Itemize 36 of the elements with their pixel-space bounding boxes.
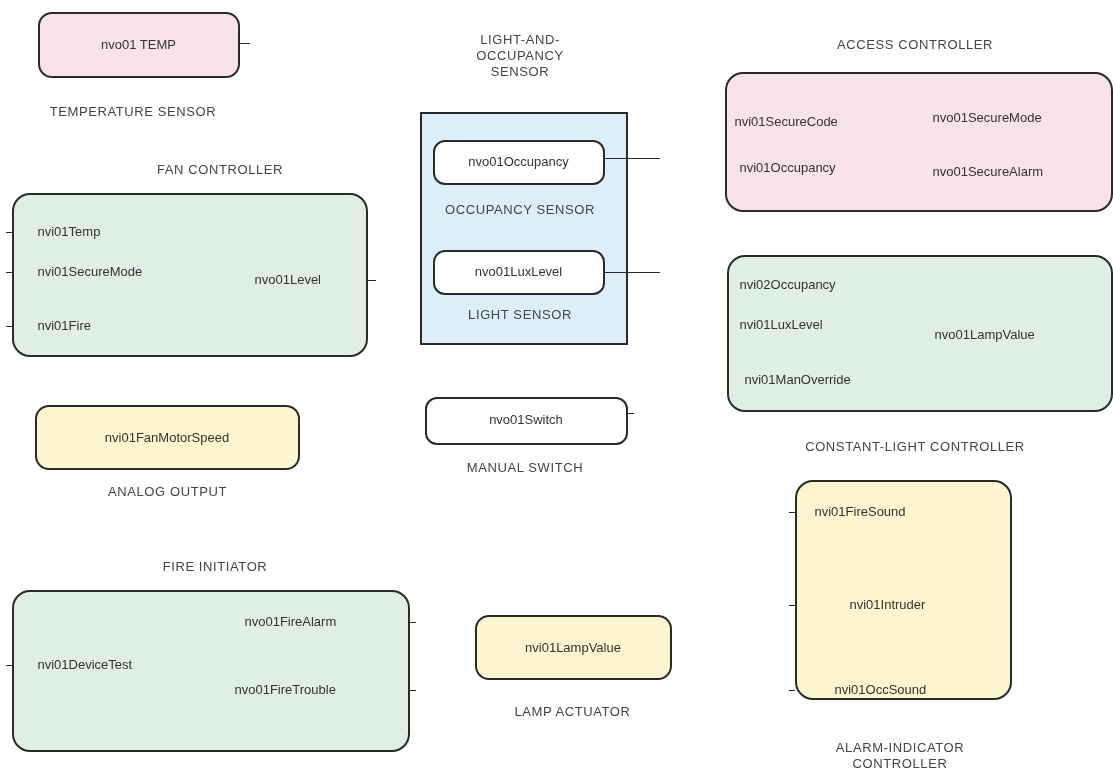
variable-label: nvo01SecureAlarm <box>932 163 1044 180</box>
block-title: CONSTANT-LIGHT CONTROLLER <box>804 439 1026 455</box>
variable-label: nvi01SecureCode <box>734 113 838 130</box>
block-title: FAN CONTROLLER <box>155 162 285 178</box>
variable-label: nvi01OccSound <box>834 681 927 698</box>
variable-label: nvi01Fire <box>37 317 91 334</box>
block-title: LIGHT-AND-OCCUPANCY SENSOR <box>475 32 565 80</box>
variable-label: nvi01FireSound <box>814 503 906 520</box>
block-title: FIRE INITIATOR <box>161 559 269 575</box>
variable-label: nvi01FanMotorSpeed <box>103 429 231 446</box>
variable-label: nvo01Level <box>254 271 321 288</box>
variable-label: nvo01Switch <box>488 411 564 428</box>
variable-label: nvi01LampValue <box>524 639 622 656</box>
variable-label: nvi01Intruder <box>849 596 926 613</box>
block-title: LIGHT SENSOR <box>467 307 573 323</box>
block-title: ACCESS CONTROLLER <box>835 37 995 53</box>
block-title: OCCUPANCY SENSOR <box>444 202 596 218</box>
variable-label: nvi02Occupancy <box>739 276 836 293</box>
variable-label: nvi01DeviceTest <box>37 656 133 673</box>
block-title: ALARM-INDICATOR CONTROLLER <box>834 740 966 772</box>
variable-label: nvi01ManOverride <box>744 371 851 388</box>
variable-label: nvo01FireTrouble <box>234 681 336 698</box>
block-title: MANUAL SWITCH <box>465 460 585 476</box>
variable-label: nvo01FireAlarm <box>244 613 337 630</box>
variable-label: nvi01Temp <box>37 223 101 240</box>
variable-label: nvi01Occupancy <box>739 159 836 176</box>
variable-label: nvo01LuxLevel <box>473 263 564 280</box>
variable-label: nvi01SecureMode <box>37 263 143 280</box>
variable-label: nvo01SecureMode <box>932 109 1042 126</box>
variable-label: nvi01LuxLevel <box>739 316 823 333</box>
variable-label: nvo01Occupancy <box>467 153 570 170</box>
variable-label: nvo01 TEMP <box>100 36 177 53</box>
block-title: ANALOG OUTPUT <box>106 484 228 500</box>
block-title: LAMP ACTUATOR <box>513 704 632 720</box>
variable-label: nvo01LampValue <box>934 326 1035 343</box>
block-title: TEMPERATURE SENSOR <box>48 104 218 120</box>
